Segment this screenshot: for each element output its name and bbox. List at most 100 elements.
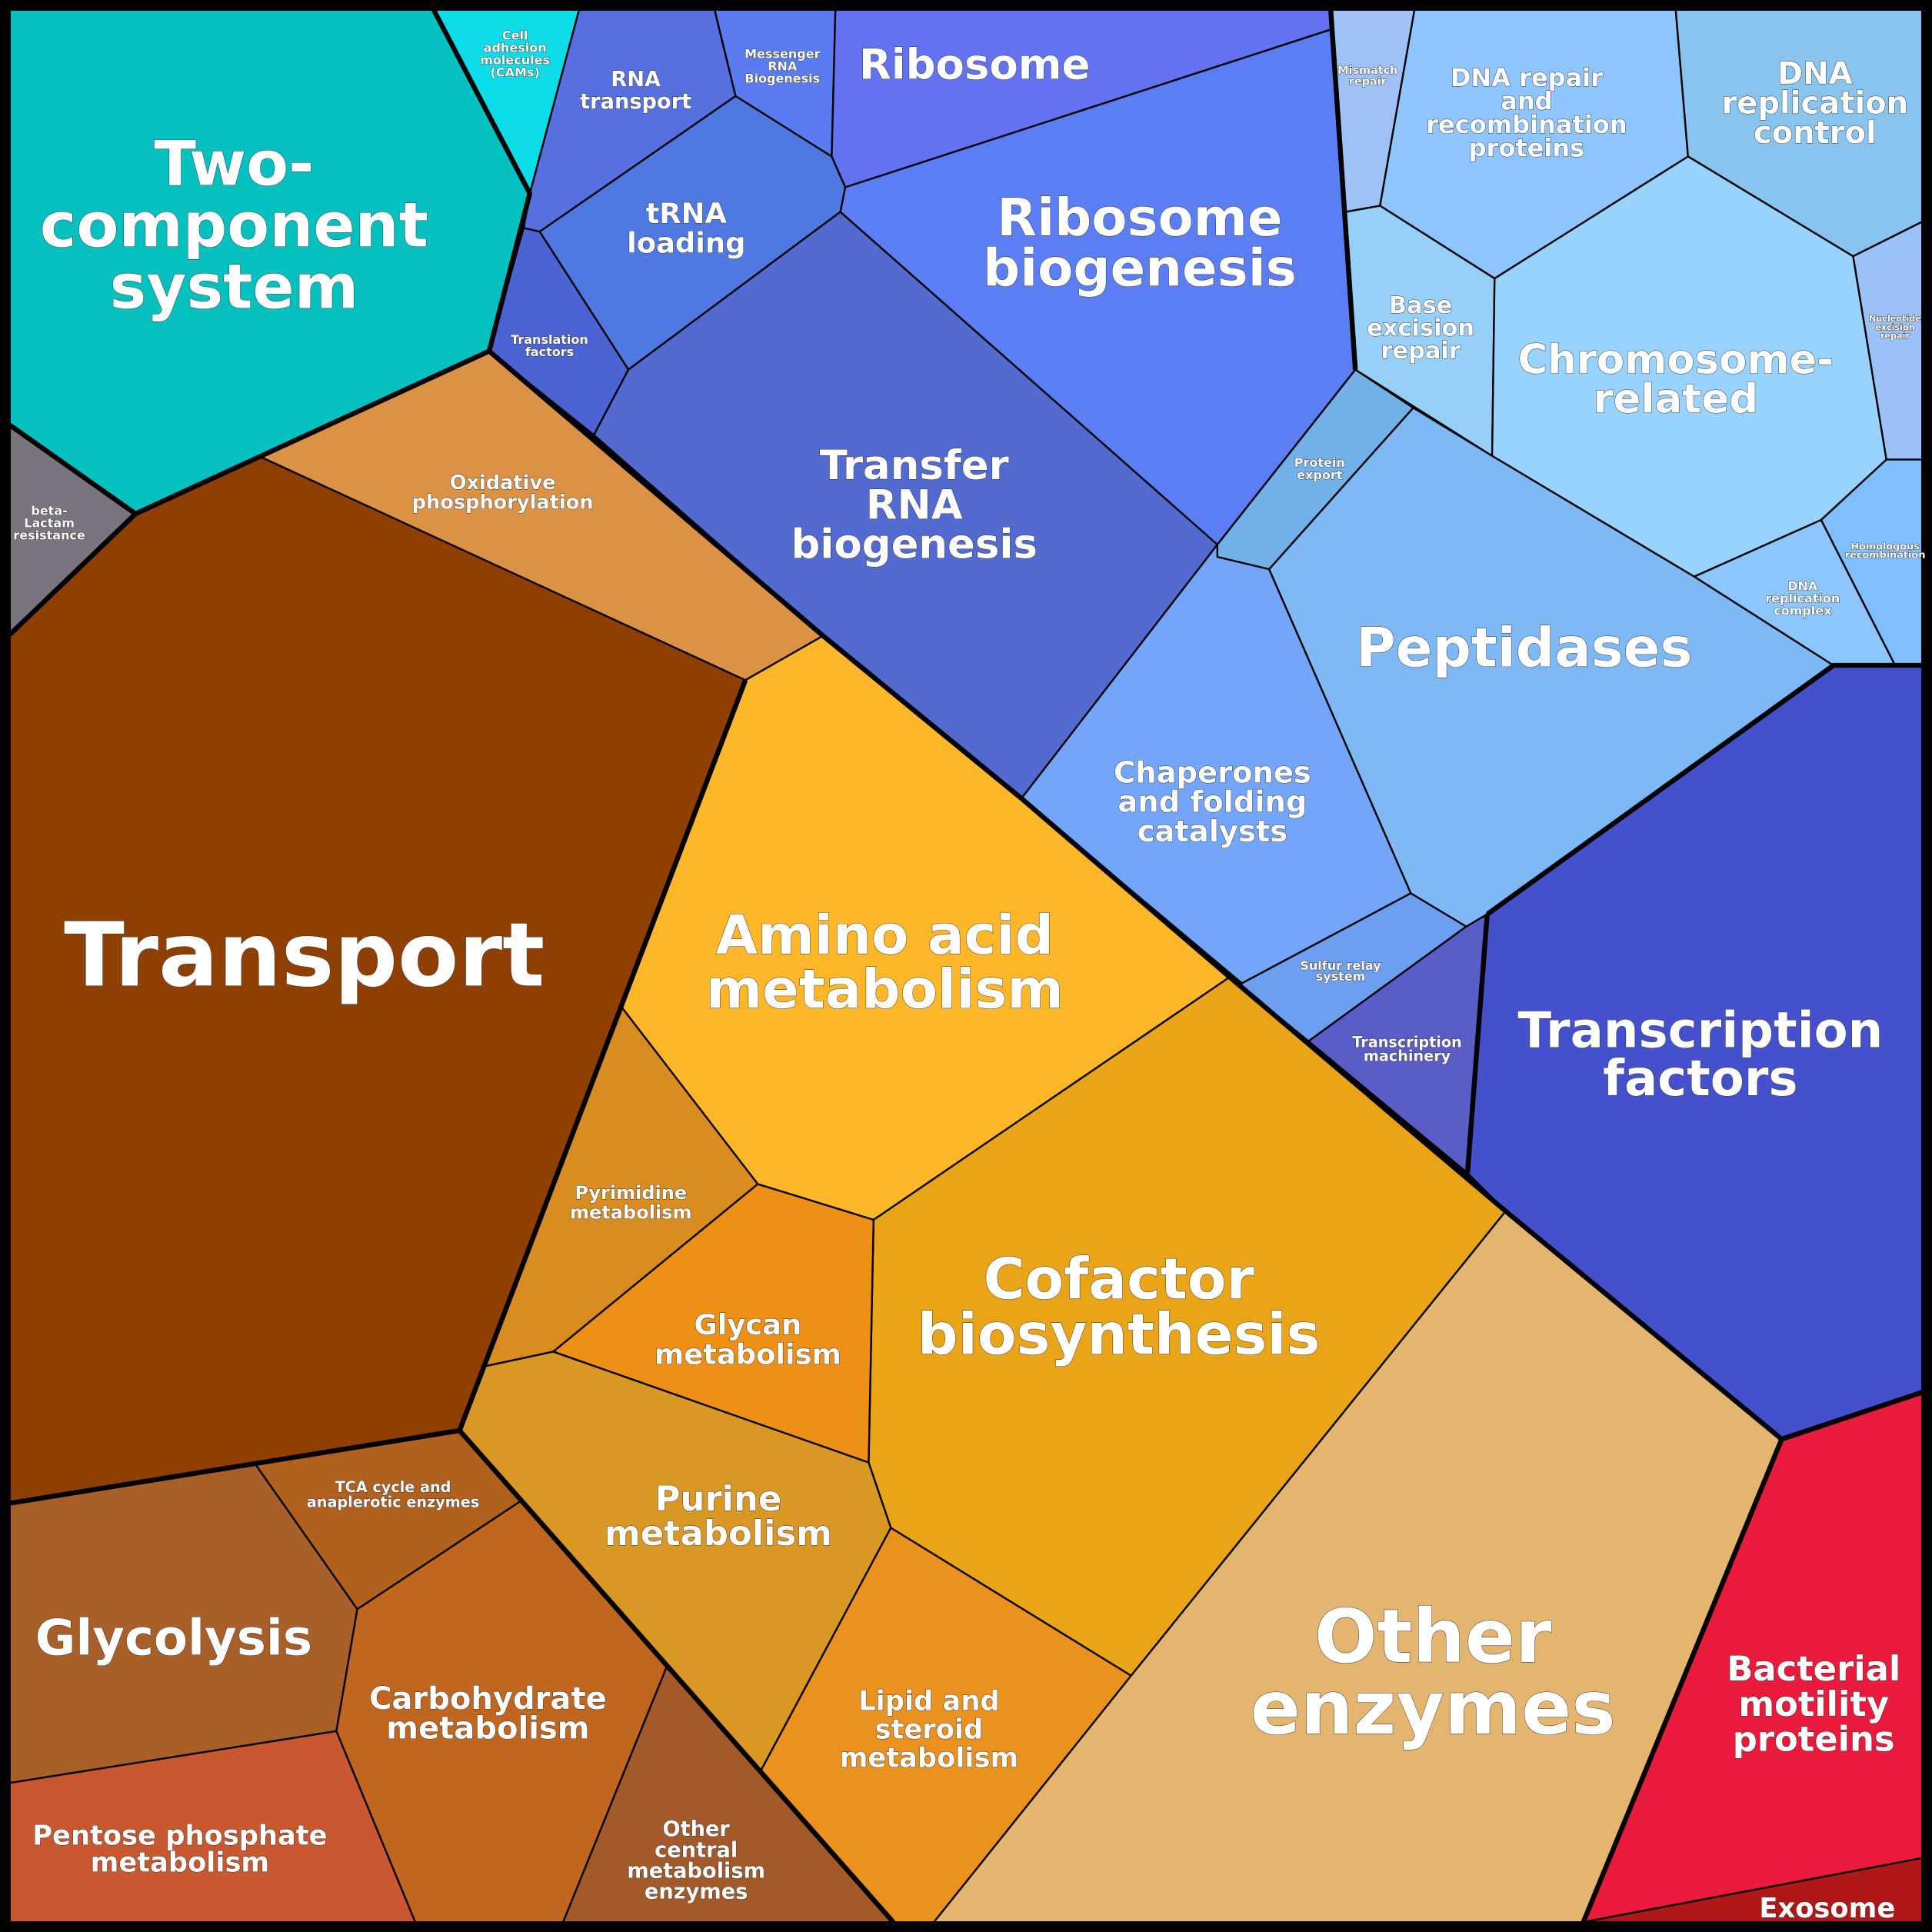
label-line: biogenesis bbox=[983, 238, 1297, 298]
label-line: excision bbox=[1367, 315, 1474, 342]
label-line: and folding bbox=[1118, 785, 1307, 820]
group-border bbox=[1581, 1437, 1784, 1924]
cell-label-chromosome-related: Chromosome-related bbox=[1517, 336, 1834, 422]
label-line: system bbox=[1316, 969, 1366, 984]
label-line: Transcription bbox=[1352, 1034, 1461, 1051]
label-line: catalysts bbox=[1138, 814, 1287, 849]
cell-label-exosome: Exosome bbox=[1759, 1893, 1895, 1924]
label-line: Pyrimidine bbox=[575, 1182, 687, 1204]
label-line: repair bbox=[1349, 76, 1387, 88]
group-border bbox=[458, 1428, 895, 1924]
group-border bbox=[1328, 9, 1358, 370]
label-line: Biogenesis bbox=[744, 71, 820, 85]
label-line: RNA bbox=[866, 481, 963, 528]
label-line: Purine bbox=[655, 1478, 782, 1519]
label-line: recombination bbox=[1845, 550, 1925, 561]
label-line: Ribosome bbox=[997, 188, 1282, 248]
label-line: Oxidative bbox=[450, 471, 556, 495]
label-line: Messenger bbox=[744, 46, 820, 61]
group-border bbox=[1485, 662, 1923, 917]
label-line: Translation bbox=[511, 332, 588, 347]
label-line: metabolism bbox=[570, 1201, 691, 1223]
label-line: Bacterial bbox=[1727, 1648, 1900, 1689]
group-border bbox=[134, 348, 491, 516]
label-line: beta- bbox=[31, 504, 67, 518]
label-line: Peptidases bbox=[1356, 617, 1692, 680]
label-line: steroid bbox=[875, 1714, 984, 1745]
label-line: adhesion bbox=[484, 40, 547, 55]
label-line: replication bbox=[1765, 591, 1840, 605]
label-line: (CAMs) bbox=[491, 65, 540, 79]
label-line: related bbox=[1593, 376, 1758, 423]
label-line: Chaperones bbox=[1114, 755, 1311, 790]
label-line: loading bbox=[627, 226, 745, 259]
label-line: Lactam bbox=[24, 516, 75, 531]
label-line: proteins bbox=[1469, 133, 1585, 162]
label-line: factors bbox=[525, 345, 574, 359]
label-line: Transport bbox=[64, 904, 545, 1008]
label-line: Sulfur relay bbox=[1300, 958, 1381, 973]
label-line: DNA repair bbox=[1451, 63, 1603, 92]
label-line: Transfer bbox=[820, 442, 1009, 489]
label-line: enzymes bbox=[1251, 1665, 1616, 1751]
label-line: metabolism bbox=[91, 1847, 270, 1879]
label-line: biosynthesis bbox=[918, 1303, 1321, 1368]
label-line: complex bbox=[1774, 603, 1832, 618]
label-line: proteins bbox=[1733, 1719, 1895, 1760]
label-line: transport bbox=[580, 90, 691, 114]
label-line: metabolism bbox=[605, 1513, 832, 1554]
group-border bbox=[1464, 914, 1490, 1174]
label-line: Other bbox=[1314, 1594, 1552, 1680]
label-line: metabolism bbox=[627, 1860, 765, 1884]
label-line: Base bbox=[1389, 292, 1452, 319]
label-line: enzymes bbox=[645, 1880, 748, 1904]
label-line: DNA bbox=[1787, 578, 1818, 593]
cell-label-glycolysis: Glycolysis bbox=[35, 1611, 312, 1667]
label-line: Transcription bbox=[1517, 1003, 1883, 1060]
label-line: Chromosome- bbox=[1517, 336, 1834, 383]
cell-label-transport: Transport bbox=[64, 904, 545, 1008]
label-line: Exosome bbox=[1759, 1893, 1895, 1924]
label-line: Cofactor bbox=[983, 1247, 1254, 1313]
label-line: Glycolysis bbox=[35, 1611, 312, 1667]
label-line: system bbox=[110, 251, 359, 323]
label-line: component bbox=[40, 189, 428, 261]
label-line: recombination bbox=[1426, 110, 1627, 139]
label-line: Two- bbox=[154, 128, 314, 199]
label-line: Pentose phosphate bbox=[32, 1820, 327, 1851]
label-line: factors bbox=[1603, 1051, 1798, 1108]
label-line: DNA bbox=[1777, 56, 1853, 92]
label-line: Lipid and bbox=[858, 1686, 999, 1717]
label-line: metabolism bbox=[840, 1742, 1019, 1774]
label-line: biogenesis bbox=[791, 521, 1038, 568]
label-line: metabolism bbox=[706, 958, 1064, 1021]
